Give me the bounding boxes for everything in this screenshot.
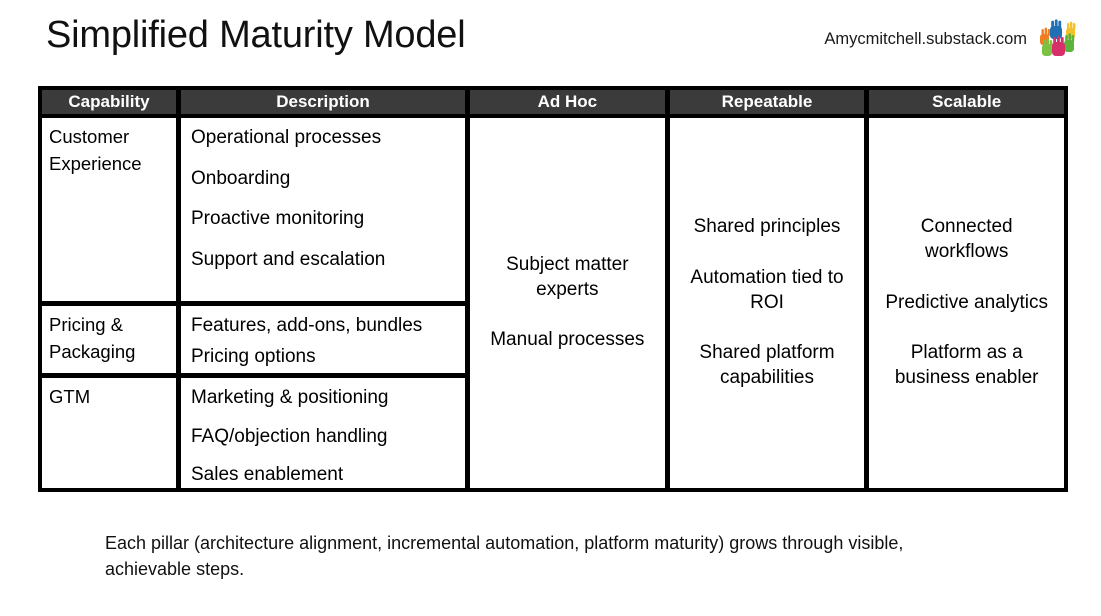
page-title: Simplified Maturity Model <box>46 14 466 56</box>
table-header-row: Capability Description Ad Hoc Repeatable… <box>42 90 1065 114</box>
table-row: Customer Experience Operational processe… <box>42 118 465 301</box>
column-header-scalable: Scalable <box>869 90 1065 114</box>
cell-description: Marketing & positioning FAQ/objection ha… <box>181 378 465 488</box>
column-header-description: Description <box>181 90 465 114</box>
brand-url-label: Amycmitchell.substack.com <box>824 29 1027 48</box>
column-header-capability: Capability <box>42 90 176 114</box>
cell-capability: Pricing & Packaging <box>42 306 176 373</box>
scalable-item: Predictive analytics <box>885 291 1048 313</box>
cell-ad-hoc: Subject matter experts Manual processes <box>470 118 665 488</box>
cell-capability: GTM <box>42 378 176 488</box>
page-header: Simplified Maturity Model Amycmitchell.s… <box>0 0 1101 86</box>
cell-capability: Customer Experience <box>42 118 176 301</box>
cell-scalable: Connected workflows Predictive analytics… <box>869 118 1065 488</box>
description-line: FAQ/objection handling <box>191 425 388 447</box>
cell-description: Operational processes Onboarding Proacti… <box>181 118 465 301</box>
repeatable-item: Shared platform capabilities <box>699 342 835 389</box>
footer-caption: Each pillar (architecture alignment, inc… <box>105 533 904 580</box>
description-line: Onboarding <box>191 167 291 189</box>
ad-hoc-item: Manual processes <box>490 329 645 351</box>
table-row: GTM Marketing & positioning FAQ/objectio… <box>42 378 465 488</box>
description-line: Support and escalation <box>191 248 386 270</box>
cell-repeatable: Shared principles Automation tied to ROI… <box>669 118 865 488</box>
description-line: Marketing & positioning <box>191 387 389 408</box>
colorful-hands-logo-icon <box>1037 18 1079 60</box>
scalable-item: Connected workflows <box>920 216 1013 262</box>
repeatable-item: Shared principles <box>693 216 841 238</box>
column-header-repeatable: Repeatable <box>669 90 865 114</box>
ad-hoc-item: Subject matter experts <box>506 253 629 300</box>
column-header-ad-hoc: Ad Hoc <box>470 90 665 114</box>
description-line: Features, add-ons, bundles <box>191 315 423 336</box>
description-line: Sales enablement <box>191 464 344 486</box>
repeatable-item: Automation tied to ROI <box>690 266 844 313</box>
description-line: Proactive monitoring <box>191 208 365 230</box>
brand-block: Amycmitchell.substack.com <box>824 18 1079 60</box>
maturity-matrix-table: Capability Description Ad Hoc Repeatable… <box>38 86 1068 492</box>
capability-description-block: Customer Experience Operational processe… <box>42 118 465 488</box>
description-line: Pricing options <box>191 345 316 367</box>
description-line: Operational processes <box>191 127 382 148</box>
table-body: Customer Experience Operational processe… <box>42 118 1065 488</box>
table-row: Pricing & Packaging Features, add-ons, b… <box>42 306 465 373</box>
scalable-item: Platform as a business enabler <box>894 342 1039 389</box>
cell-description: Features, add-ons, bundles Pricing optio… <box>181 306 465 373</box>
